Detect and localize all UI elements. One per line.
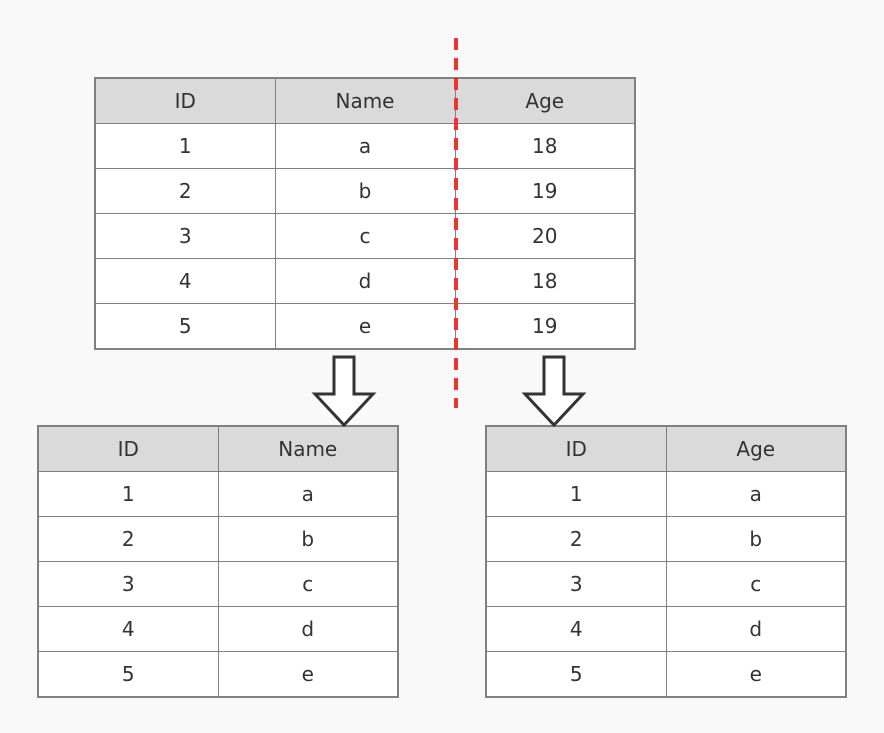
table-row: 5 e [485,651,847,698]
table-row: 3 c [485,561,847,607]
table-row: 4 d 18 [94,258,636,304]
table-cell: d [665,606,847,652]
table-cell: 18 [454,258,636,304]
table-row: 1 a [37,471,399,517]
table-cell: 4 [94,258,276,304]
table-cell: 3 [37,561,219,607]
table-cell: 5 [37,651,219,698]
right-split-table: ID Age 1 a 2 b 3 c 4 d 5 e [485,425,847,698]
table-header-row: ID Name Age [94,77,636,124]
header-cell-age: Age [454,77,636,124]
down-arrow-icon [311,355,377,428]
table-row: 1 a 18 [94,123,636,169]
table-cell: e [274,303,456,350]
table-cell: a [274,123,456,169]
table-cell: b [665,516,847,562]
table-cell: 2 [485,516,667,562]
table-cell: 5 [94,303,276,350]
table-cell: e [665,651,847,698]
header-cell-age: Age [665,425,847,472]
table-row: 3 c 20 [94,213,636,259]
table-cell: a [665,471,847,517]
table-cell: 1 [485,471,667,517]
table-row: 1 a [485,471,847,517]
table-row: 4 d [37,606,399,652]
original-table: ID Name Age 1 a 18 2 b 19 3 c 20 4 d 18 … [94,77,636,350]
table-row: 2 b [37,516,399,562]
table-cell: 19 [454,303,636,350]
table-cell: 5 [485,651,667,698]
table-cell: 1 [94,123,276,169]
table-header-row: ID Age [485,425,847,472]
table-cell: 3 [94,213,276,259]
table-cell: d [274,258,456,304]
table-row: 3 c [37,561,399,607]
table-cell: 20 [454,213,636,259]
header-cell-id: ID [94,77,276,124]
table-cell: c [665,561,847,607]
table-row: 2 b [485,516,847,562]
table-cell: 2 [37,516,219,562]
down-arrow-icon [521,355,587,428]
table-cell: 18 [454,123,636,169]
table-cell: 4 [37,606,219,652]
table-cell: c [217,561,399,607]
table-cell: a [217,471,399,517]
table-row: 4 d [485,606,847,652]
left-split-table: ID Name 1 a 2 b 3 c 4 d 5 e [37,425,399,698]
table-row: 5 e 19 [94,303,636,350]
table-row: 2 b 19 [94,168,636,214]
table-cell: 19 [454,168,636,214]
table-cell: d [217,606,399,652]
header-cell-name: Name [274,77,456,124]
table-header-row: ID Name [37,425,399,472]
table-cell: 2 [94,168,276,214]
table-cell: 1 [37,471,219,517]
table-row: 5 e [37,651,399,698]
table-cell: c [274,213,456,259]
header-cell-id: ID [485,425,667,472]
header-cell-id: ID [37,425,219,472]
table-cell: 3 [485,561,667,607]
header-cell-name: Name [217,425,399,472]
table-cell: b [217,516,399,562]
table-cell: 4 [485,606,667,652]
table-cell: e [217,651,399,698]
table-cell: b [274,168,456,214]
